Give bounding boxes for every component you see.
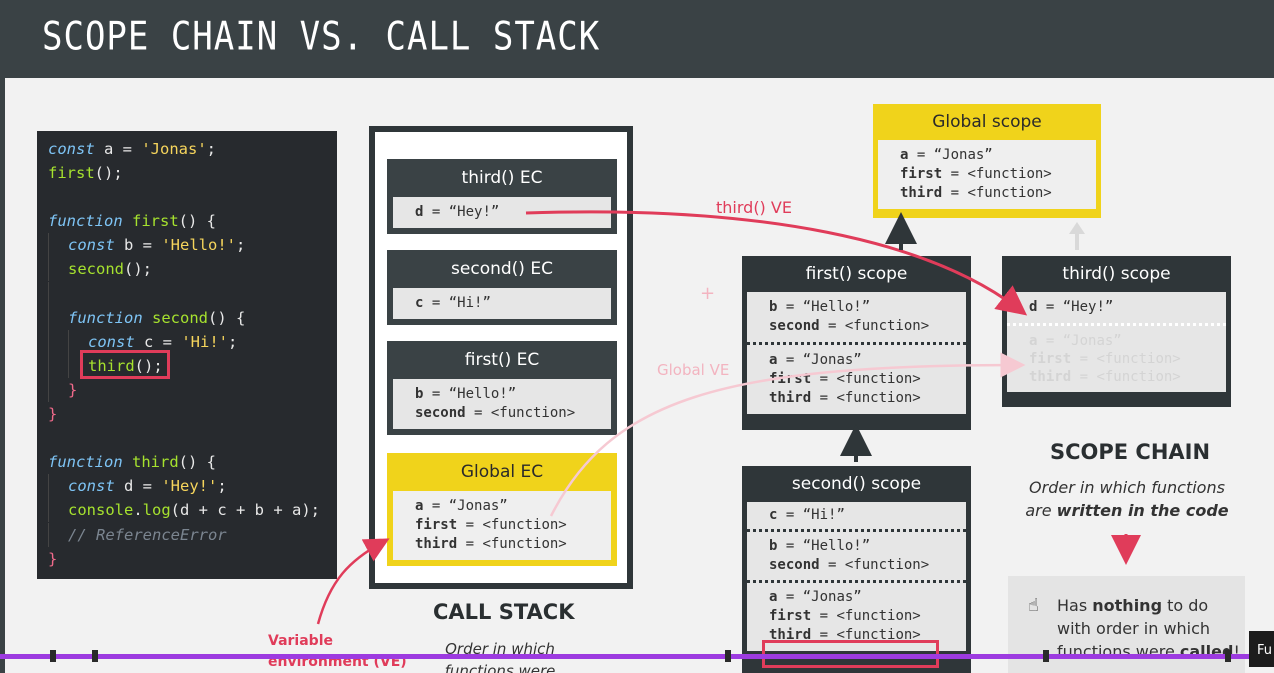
scope-title: first() scope xyxy=(805,264,908,284)
scope-body: a = “Jonas” first = <function> third = <… xyxy=(878,140,1096,209)
first-scope: first() scope b = “Hello!” second = <fun… xyxy=(742,256,971,430)
code-line: function second() { xyxy=(48,305,337,330)
ec-body: c = “Hi!” xyxy=(393,288,611,319)
global-ve-arrow xyxy=(549,352,1026,517)
code-panel: const a = 'Jonas'; first(); function fir… xyxy=(37,131,337,579)
slide-header: SCOPE CHAIN VS. CALL STACK xyxy=(0,0,1274,78)
call-stack-subtitle: Order in which functions were called xyxy=(444,640,556,673)
code-line: // ReferenceError xyxy=(48,522,337,547)
left-edge xyxy=(0,78,5,673)
code-line: const b = 'Hello!'; xyxy=(48,233,337,258)
code-line: second(); xyxy=(48,257,337,282)
scope-title: second() scope xyxy=(791,474,922,494)
scope-title: Global scope xyxy=(932,112,1042,132)
ec-body: a = “Jonas” first = <function> third = <… xyxy=(393,491,611,560)
third-ve-label: third() VE xyxy=(716,198,792,217)
slide-title: SCOPE CHAIN VS. CALL STACK xyxy=(42,14,601,60)
third-to-global-arrowhead xyxy=(1069,222,1085,234)
chapter-marker[interactable] xyxy=(1225,650,1231,662)
scope-body: b = “Hello!” second = <function> a = “Jo… xyxy=(747,292,966,414)
video-progress-bar[interactable] xyxy=(0,654,1274,659)
scope-title: third() scope xyxy=(1062,264,1171,284)
global-ec: Global EC a = “Jonas” first = <function>… xyxy=(387,453,617,566)
scope-body: c = “Hi!” b = “Hello!” second = <functio… xyxy=(747,502,966,651)
chapter-marker[interactable] xyxy=(725,650,731,662)
chapter-marker[interactable] xyxy=(92,650,98,662)
ec-title: Global EC xyxy=(460,462,544,482)
code-line: } xyxy=(48,549,58,568)
second-ec: second() EC c = “Hi!” xyxy=(387,250,617,325)
code-line: const c = 'Hi!'; xyxy=(48,329,337,354)
variable-env-arrow xyxy=(316,538,390,625)
code-line: } xyxy=(48,377,337,402)
fullscreen-pill[interactable]: Fu xyxy=(1249,631,1274,667)
code-line: } xyxy=(48,405,58,424)
ec-body: b = “Hello!” second = <function> xyxy=(393,379,611,429)
chapter-marker[interactable] xyxy=(50,650,56,662)
code-line: const d = 'Hey!'; xyxy=(48,474,337,499)
second-scope: second() scope c = “Hi!” b = “Hello!” se… xyxy=(742,466,971,673)
scope-chain-label: SCOPE CHAIN xyxy=(1050,440,1211,464)
code-line: function third() { xyxy=(48,453,216,472)
pointing-hand-icon: ☝ xyxy=(1028,595,1039,616)
ec-title: third() EC xyxy=(461,168,543,188)
code-line: const a = 'Jonas'; xyxy=(48,140,217,158)
call-stack: third() EC d = “Hey!” second() EC c = “H… xyxy=(369,126,633,589)
code-line: first(); xyxy=(48,164,123,183)
third-call-highlight xyxy=(80,350,170,379)
third-ve-arrow xyxy=(525,210,1028,316)
scope-body: d = “Hey!” a = “Jonas” first = <function… xyxy=(1007,292,1226,392)
third-ec: third() EC d = “Hey!” xyxy=(387,159,617,234)
ec-title: first() EC xyxy=(464,350,540,370)
code-line: function first() { xyxy=(48,212,216,231)
first-ec: first() EC b = “Hello!” second = <functi… xyxy=(387,341,617,435)
global-scope: Global scope a = “Jonas” first = <functi… xyxy=(873,104,1101,218)
global-ve-label: Global VE xyxy=(657,361,730,379)
code-line: third(); xyxy=(48,353,337,378)
plus-icon: + xyxy=(700,283,716,304)
third-scope: third() scope d = “Hey!” a = “Jonas” fir… xyxy=(1002,256,1231,407)
chapter-marker[interactable] xyxy=(1043,650,1049,662)
ec-title: second() EC xyxy=(451,259,553,279)
code-line xyxy=(48,281,337,306)
scope-chain-subtitle: Order in which functions are written in … xyxy=(1025,478,1229,520)
code-line: console.log(d + c + b + a); xyxy=(48,498,337,523)
call-stack-label: CALL STACK xyxy=(433,600,575,624)
